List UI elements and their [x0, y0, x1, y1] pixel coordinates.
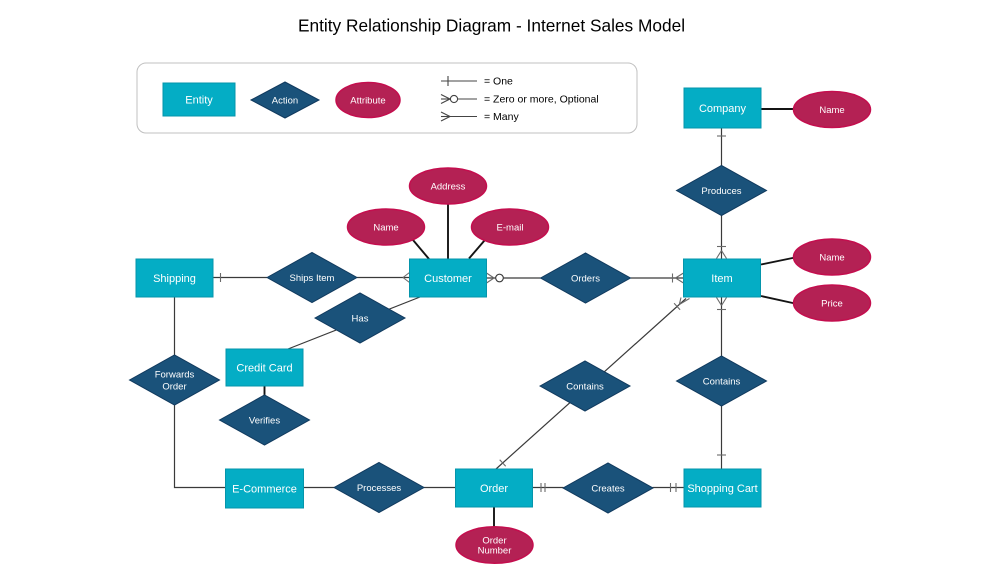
svg-text:Entity Relationship Diagram -: Entity Relationship Diagram - Internet S… — [298, 16, 685, 36]
svg-text:Verifies: Verifies — [249, 416, 280, 427]
svg-text:Order: Order — [162, 382, 186, 393]
svg-text:Price: Price — [821, 299, 843, 310]
svg-text:Shopping Cart: Shopping Cart — [687, 483, 757, 495]
svg-text:= One: = One — [484, 76, 513, 88]
svg-text:E-Commerce: E-Commerce — [232, 484, 297, 496]
svg-text:Produces: Produces — [701, 186, 741, 197]
svg-text:Entity: Entity — [185, 95, 213, 107]
svg-text:Order: Order — [482, 536, 506, 547]
svg-text:Has: Has — [352, 314, 369, 325]
svg-text:Orders: Orders — [571, 274, 600, 285]
svg-text:Ships Item: Ships Item — [290, 273, 335, 284]
svg-text:Credit Card: Credit Card — [236, 363, 292, 375]
svg-text:Order: Order — [480, 483, 508, 495]
svg-text:Number: Number — [478, 546, 512, 557]
svg-text:= Zero or more, Optional: = Zero or more, Optional — [484, 94, 599, 106]
svg-text:Forwards: Forwards — [155, 370, 195, 381]
svg-text:E-mail: E-mail — [497, 223, 524, 234]
svg-text:Company: Company — [699, 103, 747, 115]
svg-text:Customer: Customer — [424, 273, 472, 285]
svg-text:Address: Address — [431, 182, 466, 193]
svg-text:Name: Name — [819, 105, 844, 116]
svg-text:Attribute: Attribute — [350, 96, 385, 107]
svg-text:Action: Action — [272, 96, 298, 107]
svg-text:Name: Name — [373, 223, 398, 234]
svg-text:Contains: Contains — [703, 377, 741, 388]
svg-text:= Many: = Many — [484, 111, 519, 123]
svg-text:Creates: Creates — [591, 484, 625, 495]
svg-text:Shipping: Shipping — [153, 273, 196, 285]
svg-text:Name: Name — [819, 253, 844, 264]
svg-text:Processes: Processes — [357, 483, 402, 494]
svg-text:Contains: Contains — [566, 382, 604, 393]
svg-text:Item: Item — [711, 273, 732, 285]
